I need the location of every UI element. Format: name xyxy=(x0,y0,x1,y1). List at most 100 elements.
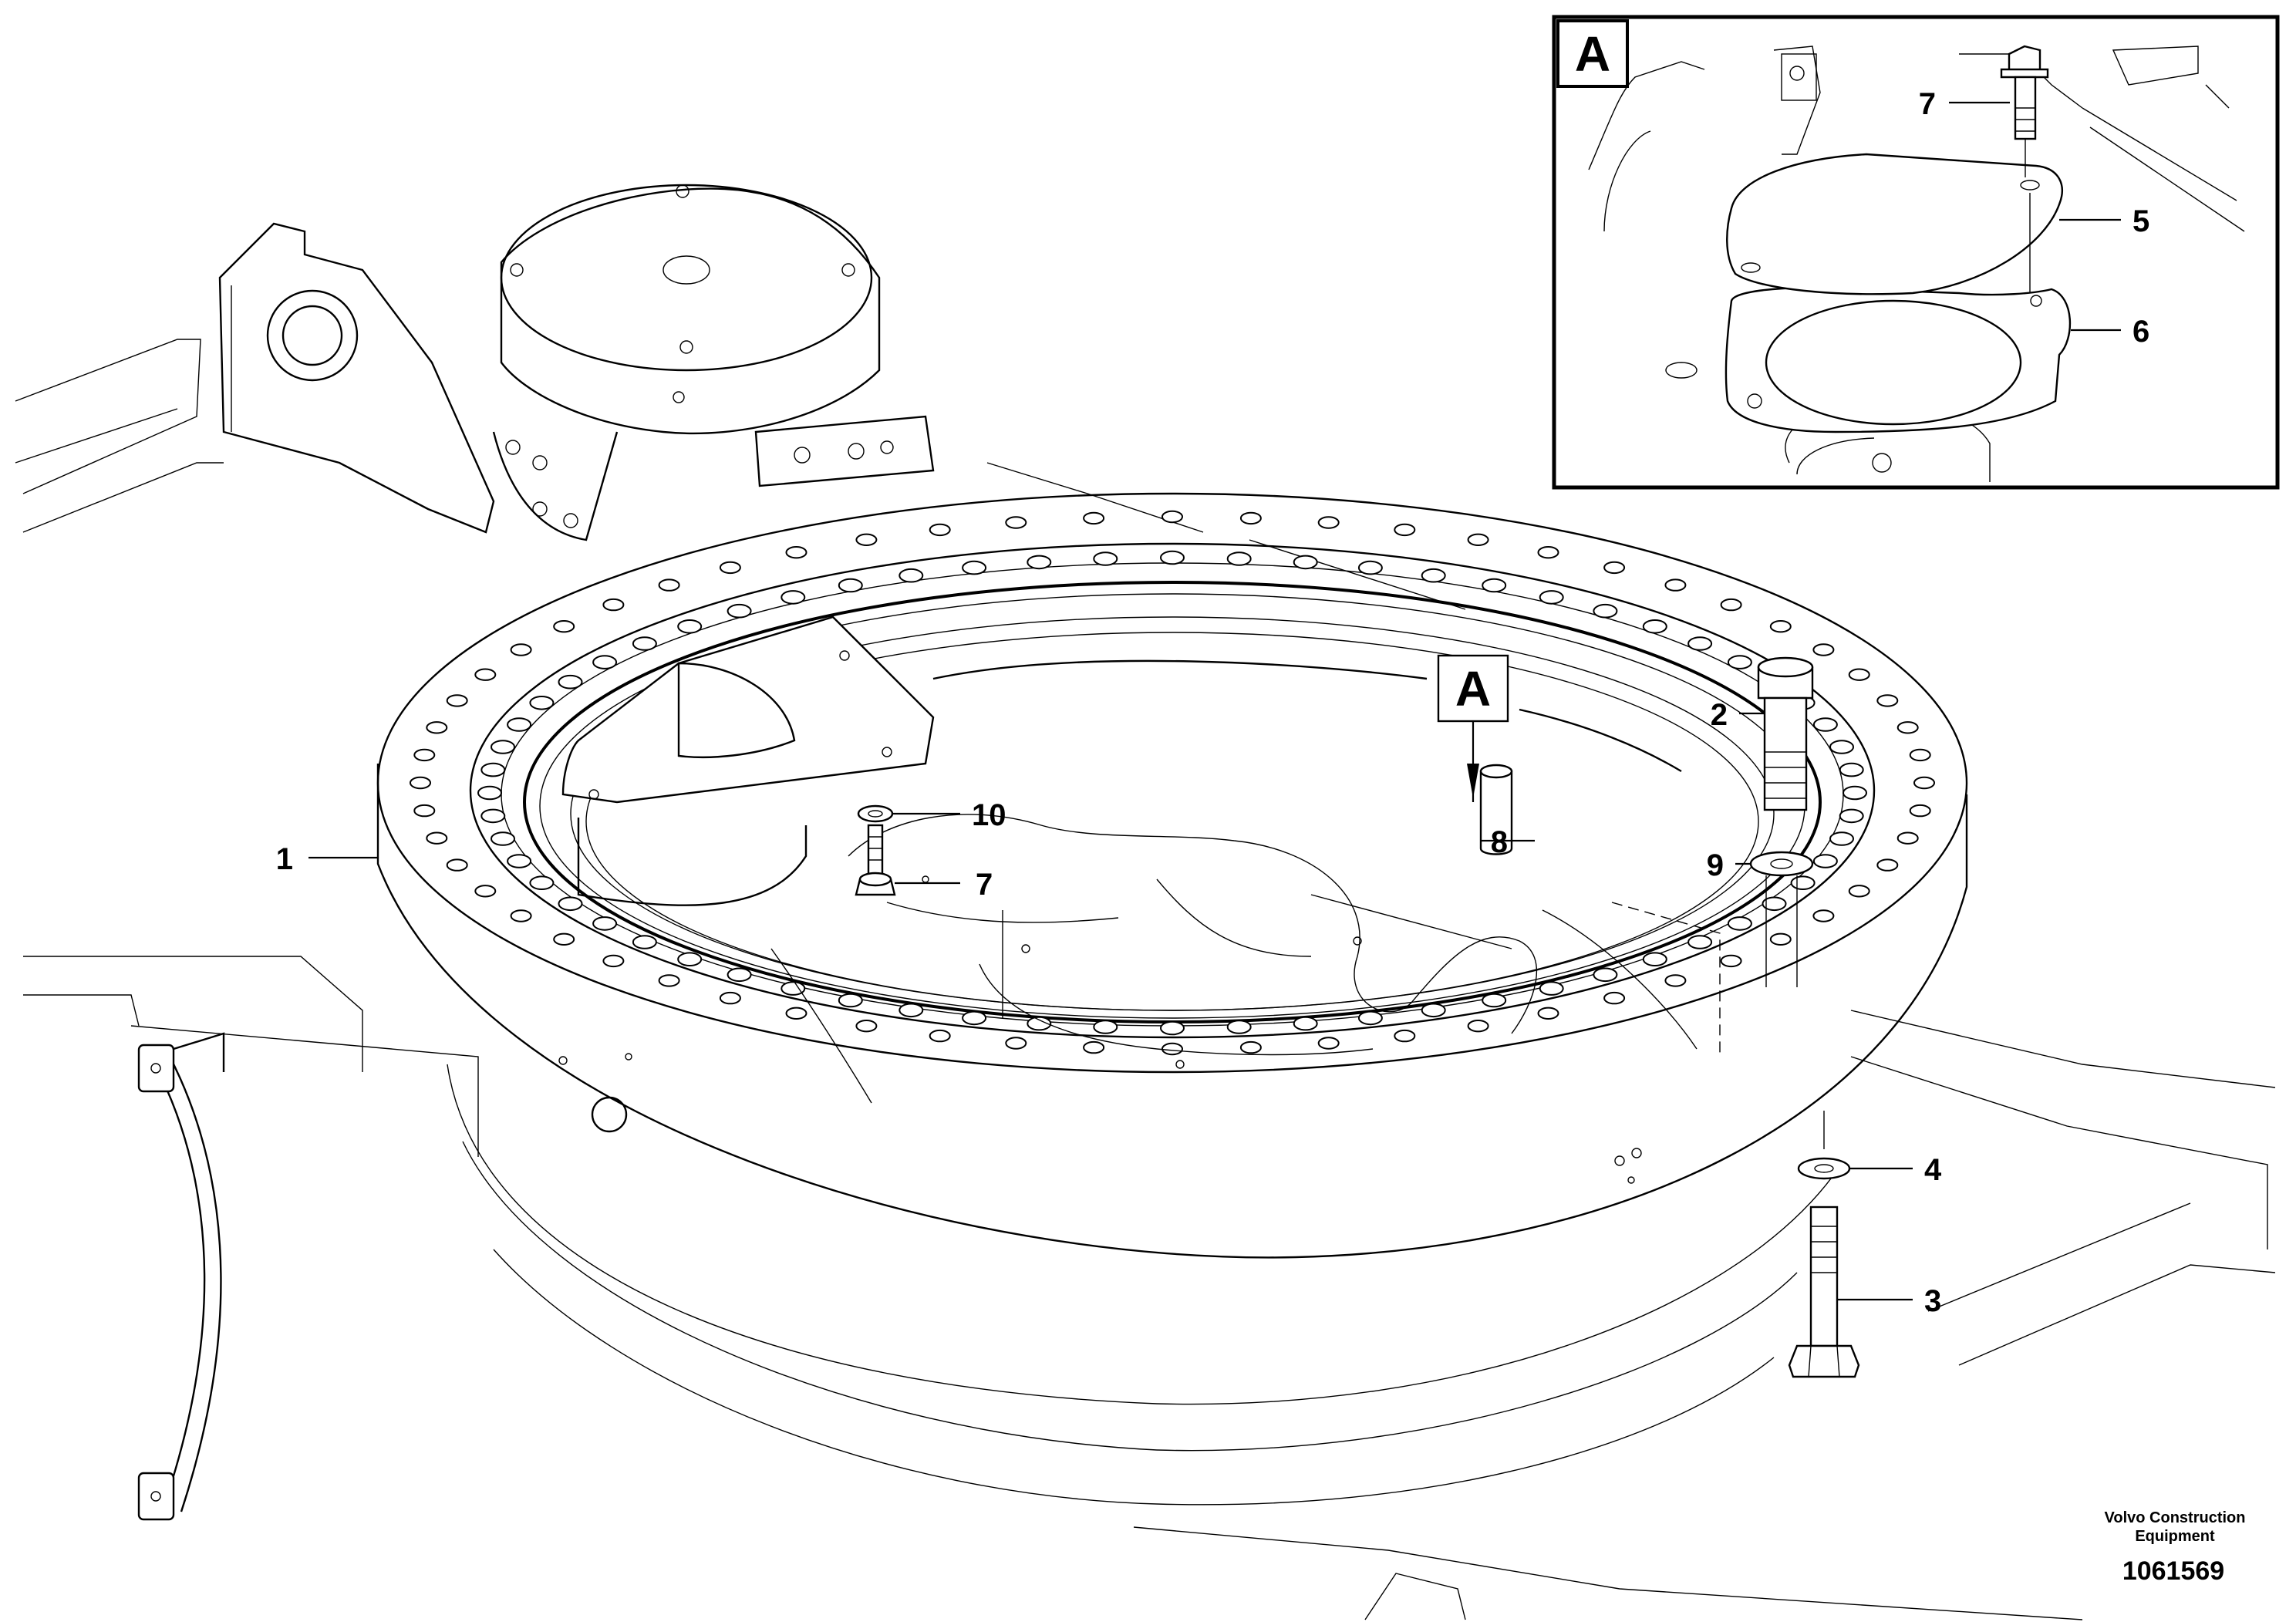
bolt-hole xyxy=(480,808,506,824)
bolt-hole xyxy=(1762,896,1787,912)
bolt-hole xyxy=(727,967,752,983)
bolt-hole xyxy=(1161,1042,1183,1056)
bolt-hole xyxy=(1593,967,1618,983)
detail-view-inset: A 7 5 6 xyxy=(1552,15,2280,490)
bolt-hole xyxy=(602,954,625,968)
bolt-hole xyxy=(632,935,657,949)
bolt-hole xyxy=(1317,516,1340,529)
bolt-hole xyxy=(1083,1040,1105,1054)
bolt-hole xyxy=(1848,885,1870,898)
bolt-hole xyxy=(1769,620,1792,633)
bolt-hole xyxy=(1467,1020,1489,1033)
section-view-marker: A xyxy=(932,654,1682,802)
bolt-hole xyxy=(1482,578,1507,593)
bolt-hole xyxy=(1843,785,1867,801)
bolt-hole xyxy=(727,603,752,619)
bolt-hole xyxy=(1421,1003,1446,1018)
bolt-hole xyxy=(529,875,555,890)
bolt-hole xyxy=(1664,974,1687,987)
bolt-hole xyxy=(929,1029,951,1043)
ring-inner-bolt-holes xyxy=(477,550,1867,1036)
brand-line-2: Equipment xyxy=(2135,1528,2215,1545)
bolt-hole xyxy=(1603,561,1626,575)
bolt-hole xyxy=(1829,740,1854,754)
bolt-hole xyxy=(446,694,468,707)
bolt-hole xyxy=(1876,694,1899,707)
bolt-hole xyxy=(1226,551,1252,566)
bolt-hole xyxy=(1160,550,1185,565)
bolt-hole xyxy=(1664,578,1687,592)
bolt-hole xyxy=(510,643,532,656)
bolt-hole xyxy=(1160,1020,1185,1036)
drawing-number: 1061569 xyxy=(2122,1556,2224,1586)
cable-guard xyxy=(561,615,935,906)
callout-10: 10 xyxy=(892,798,1006,832)
bolt-hole xyxy=(1720,598,1742,612)
bolt-hole xyxy=(1909,804,1931,818)
bolt-hole xyxy=(553,932,575,946)
bolt-hole xyxy=(785,546,807,559)
dowel-pin xyxy=(1479,764,1721,1057)
bolt-hole xyxy=(474,885,497,898)
bolt-hole xyxy=(1829,831,1854,846)
bolt-hole xyxy=(962,1010,987,1026)
bolt-hole xyxy=(1642,952,1667,966)
bolt-hole xyxy=(677,952,703,966)
bolt-hole xyxy=(1027,555,1052,570)
callout-label-7-inset: 7 xyxy=(1919,87,1936,121)
bolt-hole xyxy=(1727,916,1752,931)
bolt-hole xyxy=(719,991,741,1005)
bolt-hole xyxy=(1812,643,1835,656)
bolt-hole xyxy=(558,896,583,912)
callout-label-10: 10 xyxy=(972,798,1006,832)
slewing-ring-bearing xyxy=(376,492,1968,1259)
bolt-hole xyxy=(658,578,680,592)
bolt-hole xyxy=(1876,858,1899,872)
bolt-hole xyxy=(1027,1016,1052,1031)
bolt-hole xyxy=(855,1020,878,1033)
bolt-hole xyxy=(962,560,987,575)
bolt-hole xyxy=(1687,935,1713,949)
bolt-hole xyxy=(491,740,515,754)
callout-3: 3 xyxy=(1837,1284,1941,1318)
swing-motor-background xyxy=(492,184,935,541)
bolt-hole xyxy=(1812,717,1838,732)
bolt-hole xyxy=(1603,991,1626,1005)
bolt-hole xyxy=(1790,875,1816,890)
bolt-hole xyxy=(1482,993,1507,1008)
callout-9: 9 xyxy=(1707,848,1751,882)
bolt-hole xyxy=(899,1003,924,1018)
bolt-hole xyxy=(1357,1010,1383,1026)
view-marker-label: A xyxy=(1455,661,1491,717)
bolt-hole xyxy=(929,523,951,537)
callout-label-8: 8 xyxy=(1491,825,1508,859)
bolt-hole xyxy=(1812,909,1835,922)
bolt-hole xyxy=(426,721,448,734)
bolt-hole xyxy=(1293,555,1318,570)
bolt-hole xyxy=(1593,603,1618,619)
bolt-hole xyxy=(1317,1037,1340,1050)
callout-4: 4 xyxy=(1849,1153,1942,1187)
bolt-hole xyxy=(658,974,680,987)
bolt-hole xyxy=(785,1007,807,1020)
bolt-hole xyxy=(1537,546,1559,559)
drawing-footer: Volvo Construction Equipment 1061569 xyxy=(2105,1509,2246,1586)
screw-and-washer-assembly xyxy=(855,804,896,896)
callout-8: 8 xyxy=(1481,825,1535,859)
bolt-hole xyxy=(855,533,878,546)
bolt-hole xyxy=(899,568,924,583)
callout-label-5: 5 xyxy=(2132,204,2149,238)
bolt-hole xyxy=(1226,1020,1252,1034)
bolt-hole xyxy=(1239,1040,1262,1054)
bolt-hole xyxy=(1083,511,1105,525)
bolt-hole xyxy=(1537,1007,1559,1020)
bolt-hole xyxy=(1394,523,1416,537)
bolt-hole xyxy=(558,674,583,690)
long-bolt-and-washer xyxy=(1749,656,1814,987)
bolt-hole xyxy=(1161,510,1183,524)
bolt-hole xyxy=(1727,655,1752,669)
bottom-bolt-and-washer xyxy=(1788,1111,1860,1378)
bolt-hole xyxy=(1539,981,1564,996)
bolt-hole xyxy=(602,598,625,612)
